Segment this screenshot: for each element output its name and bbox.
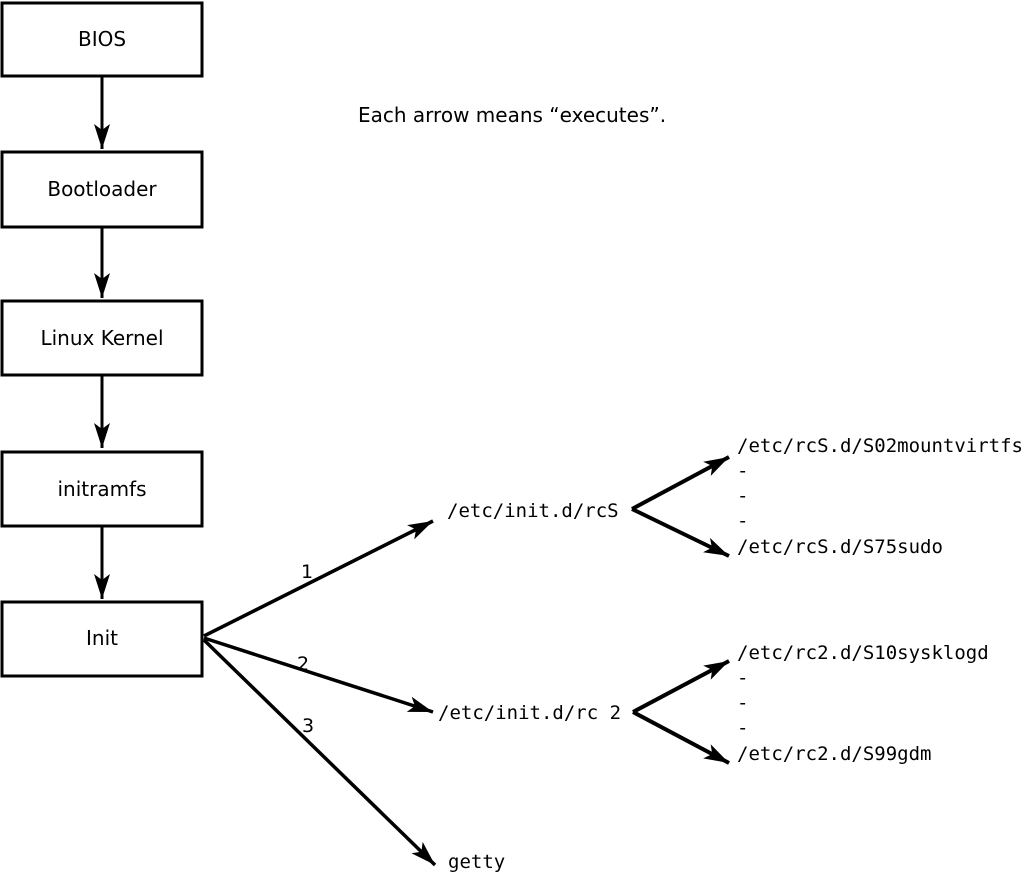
rcS-script-S02mountvirtfs: /etc/rcS.d/S02mountvirtfs — [737, 435, 1023, 457]
branch-2-number: 2 — [297, 653, 309, 675]
rcS-script-ellipsis-dash: - — [737, 510, 748, 532]
rc2-script-S10sysklogd: /etc/rc2.d/S10sysklogd — [737, 642, 989, 664]
rc2-script-S99gdm: /etc/rc2.d/S99gdm — [737, 743, 931, 765]
caption: Each arrow means “executes”. — [358, 103, 666, 127]
rcS-target-label: /etc/init.d/rcS — [447, 500, 619, 522]
rcS-script-ellipsis-dash: - — [737, 460, 748, 482]
rc2-script-ellipsis-dash: - — [737, 692, 748, 714]
rcS-script-ellipsis-dash: - — [737, 485, 748, 507]
bios-box — [0, 1, 204, 78]
rc2-target-label: /etc/init.d/rc 2 — [438, 702, 621, 724]
bootloader-box — [0, 150, 204, 229]
branch-3-number: 3 — [302, 715, 314, 737]
arrow-init-to-rcS-icon — [203, 519, 434, 638]
init-label: Init — [86, 626, 118, 650]
arrow-rcS-to-S75sudo-icon — [631, 507, 730, 558]
rc2-script-ellipsis-dash: - — [737, 667, 748, 689]
arrow-init-to-rc2-icon — [203, 636, 434, 714]
initramfs-label: initramfs — [57, 477, 146, 501]
bootloader-label: Bootloader — [47, 177, 157, 201]
bios-label: BIOS — [78, 27, 126, 51]
arrow-rcS-to-S02mountvirtfs-icon — [631, 455, 730, 511]
arrow-init-to-getty-icon — [202, 638, 437, 867]
initramfs-box — [0, 450, 204, 528]
getty-target-label: getty — [448, 851, 505, 873]
init-box — [0, 600, 204, 678]
arrow-rc2-to-S10sysklogd-icon — [632, 659, 730, 714]
rcS-script-S75sudo: /etc/rcS.d/S75sudo — [737, 536, 943, 558]
arrow-rc2-to-S99gdm-icon — [632, 710, 730, 765]
rc2-script-ellipsis-dash: - — [737, 717, 748, 739]
linux-kernel-label: Linux Kernel — [40, 326, 163, 350]
linux-kernel-box — [0, 299, 204, 377]
branch-1-number: 1 — [301, 561, 313, 583]
